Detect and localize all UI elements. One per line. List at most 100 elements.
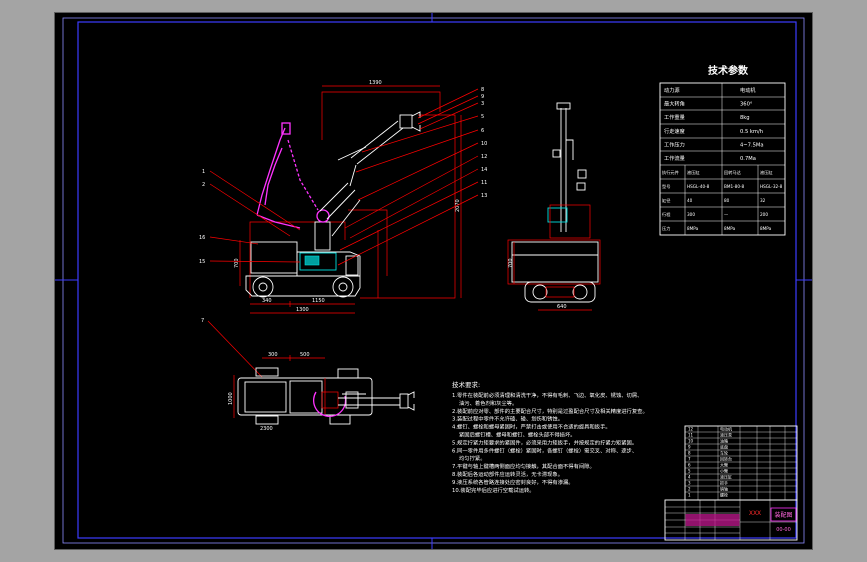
parameters-table-grid xyxy=(660,83,785,235)
parameter-grid-cell: 8MPa xyxy=(760,226,772,231)
balloon-label: 15 xyxy=(199,259,205,265)
requirement-line: 均匀拧紧。 xyxy=(459,454,486,462)
requirement-line: 7.平键与轴上键槽两侧面应均匀接触，其配合面不得有间隙。 xyxy=(452,462,595,470)
balloon-label: 5 xyxy=(481,114,484,120)
leader-line xyxy=(209,183,291,237)
top-dimension-side: 1000 xyxy=(228,392,234,405)
balloon-label: 3 xyxy=(481,101,484,107)
top-dimension-bottom: 2300 xyxy=(260,426,273,432)
parameter-grid-cell: 8MPa xyxy=(724,226,736,231)
balloon-label: 2 xyxy=(202,182,205,188)
ghost-arm-raised xyxy=(256,127,286,216)
top-wheel xyxy=(255,415,279,425)
parameter-value: 0.7Ma xyxy=(740,156,756,162)
top-dimension-b: 500 xyxy=(300,352,310,358)
wheel-front xyxy=(332,276,354,298)
lower-boom-edge xyxy=(319,182,349,212)
mast-cap xyxy=(556,102,571,110)
leader-line xyxy=(417,88,479,119)
parameter-label: 动力源 xyxy=(664,86,680,94)
top-wheel xyxy=(255,367,279,377)
requirement-line: 8.装配后各运动部件应运转灵活，无卡滞现象。 xyxy=(452,470,563,478)
front-construction-box xyxy=(549,204,591,239)
dimension-overall: 1300 xyxy=(296,307,309,313)
leader-line xyxy=(417,95,479,125)
bom-item-number: 10 xyxy=(688,439,694,444)
parameter-grid-cell: HSGL-40-8 xyxy=(687,184,710,189)
parameter-grid-cell: HSGL-32-8 xyxy=(760,184,783,189)
leader-line xyxy=(339,181,479,251)
track-wheel xyxy=(572,284,588,300)
ghost-arm-raised xyxy=(264,147,283,206)
wheel-front-hub xyxy=(338,282,348,292)
balloon-label: 1 xyxy=(202,169,205,175)
parameter-grid-cell: 8MPa xyxy=(687,226,699,231)
title-block-highlight xyxy=(685,514,740,526)
top-arm-joint xyxy=(345,391,359,409)
dimension-right: 2070 xyxy=(455,199,461,212)
parameter-grid-cell: 32 xyxy=(760,198,766,203)
ghost-gripper xyxy=(281,122,291,135)
top-chassis-outline xyxy=(237,377,373,416)
bom-table-grid xyxy=(685,426,797,500)
bom-item-number: 6 xyxy=(688,463,691,468)
requirement-line: 3.装配过程中零件不允许磕、碰、划伤和锈蚀。 xyxy=(452,415,563,423)
bom-item-name: 车轮 xyxy=(720,450,728,456)
chassis-lower-body xyxy=(245,251,361,297)
parameter-grid-cell: 液压缸 xyxy=(687,169,700,176)
bom-item-name: 抓手 xyxy=(720,480,728,486)
track-detail xyxy=(545,286,575,298)
bom-item-name: 大臂 xyxy=(720,462,728,468)
leader-lines-right xyxy=(337,88,479,266)
parameter-grid-cell: 压力 xyxy=(662,225,670,232)
dimension-left: 700 xyxy=(234,258,240,268)
front-dimension-height: 700 xyxy=(508,258,514,268)
top-swing-arc xyxy=(312,391,347,418)
bom-item-name: 销轴 xyxy=(720,486,728,492)
model-space[interactable] xyxy=(54,12,813,550)
parameter-grid-cell: 缸径 xyxy=(662,197,670,203)
balloon-label: 14 xyxy=(481,167,487,173)
leader-line xyxy=(357,142,479,201)
ghost-arm-swing xyxy=(287,139,319,211)
parameter-value: 0.5 km/h xyxy=(740,129,763,135)
parameter-label: 工作压力 xyxy=(664,140,685,148)
bom-item-name: 底盘 xyxy=(720,444,728,450)
parameter-grid-cell: 型号 xyxy=(662,183,670,190)
dimension-top: 1390 xyxy=(369,80,382,86)
dimension-bottom-b: 1150 xyxy=(312,298,325,304)
requirement-line: 1.零件在装配前必须清理和清洗干净，不得有毛刺、飞边、氧化皮、锈蚀、切屑、 xyxy=(452,391,642,399)
leader-line xyxy=(207,320,263,378)
bom-item-number: 7 xyxy=(688,457,691,462)
parameter-label: 工作流量 xyxy=(664,154,685,162)
requirement-line: 6.同一零件用多件螺钉（螺栓）紧固时，各螺钉（螺栓）需交叉、对称、逐步、 xyxy=(452,446,637,454)
construction-outline-body xyxy=(249,221,346,298)
requirement-line: 4.螺钉、螺栓和螺母紧固时，严禁打击或使用不合适的旋具和扳手。 xyxy=(452,423,611,431)
construction-outline-mid xyxy=(348,209,388,276)
drawing-frame xyxy=(55,13,812,549)
drawing-number: 00-00 xyxy=(776,527,791,533)
mast-fitting xyxy=(577,169,587,179)
top-gripper-jaw xyxy=(407,404,415,411)
leader-line xyxy=(349,168,479,239)
leader-line xyxy=(337,194,479,266)
gripper-body xyxy=(399,114,413,129)
ghost-arm-base xyxy=(256,214,301,229)
parameter-grid-cell: 80 xyxy=(724,198,730,203)
construction-outline-top xyxy=(321,91,441,140)
front-view: 700 640 xyxy=(507,102,601,311)
bom-item-name: 回转台 xyxy=(720,456,732,462)
top-view: 300 500 1000 7 2300 xyxy=(201,318,415,432)
leader-line xyxy=(209,236,259,245)
bom-item-name: 螺栓 xyxy=(720,492,728,498)
mast-knob xyxy=(552,149,561,158)
leader-line xyxy=(209,260,301,263)
top-gripper-jaw xyxy=(407,391,415,398)
boom-post xyxy=(349,164,357,187)
drawing-title-box xyxy=(770,507,797,522)
